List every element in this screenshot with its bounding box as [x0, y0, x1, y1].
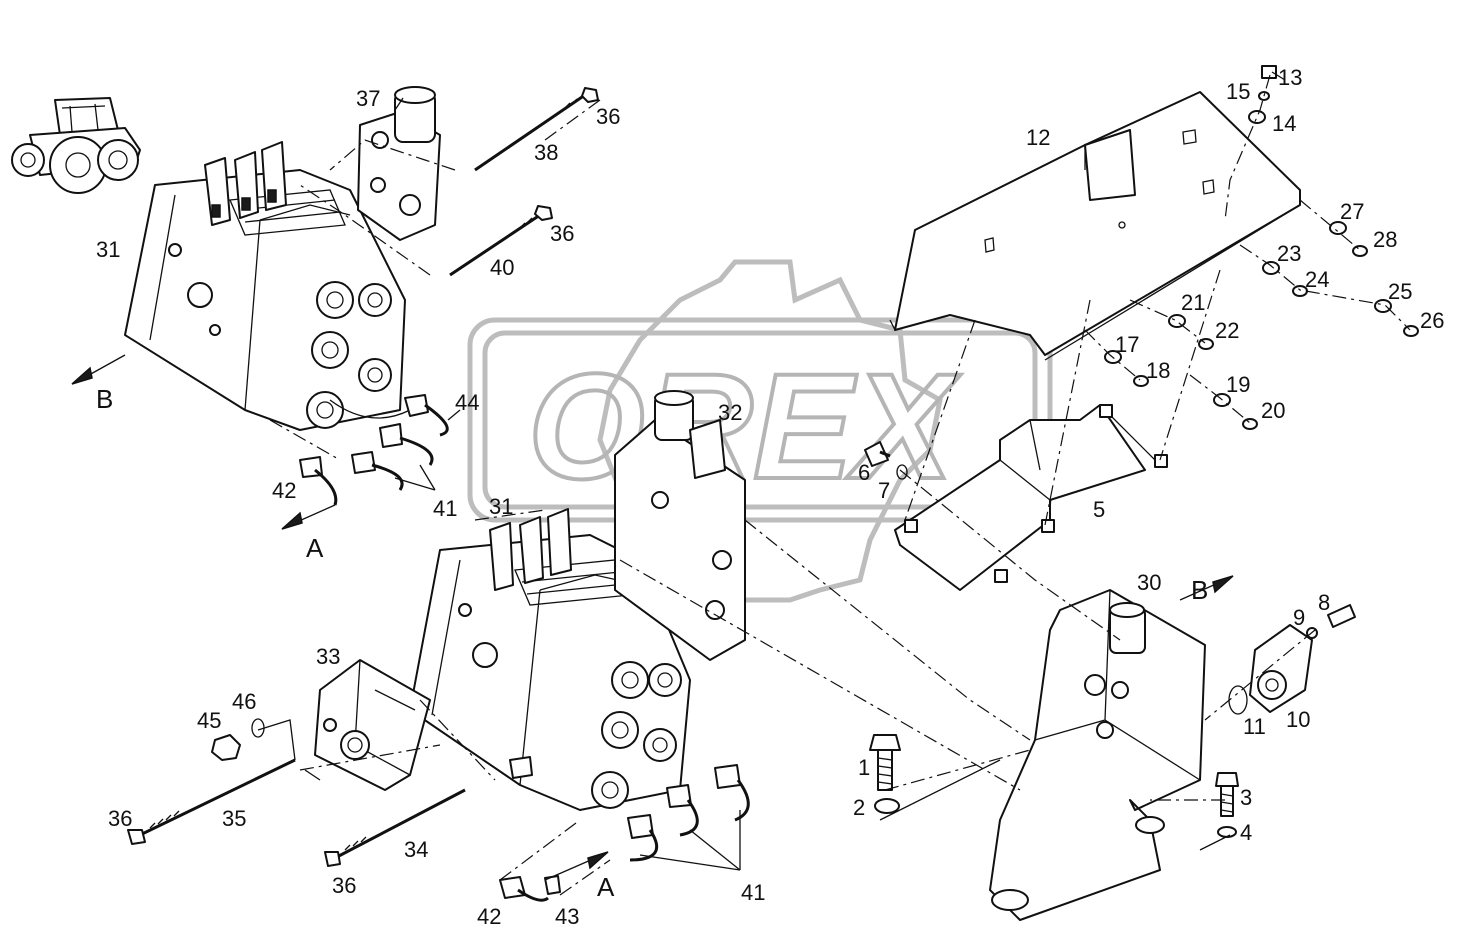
callout-37: 37	[356, 86, 380, 111]
flange-10	[1228, 604, 1356, 715]
callout-17: 17	[1115, 332, 1139, 357]
callout-labels: 1 2 3 4 5 6 7 8 9 10 11 12 13 14 15 17 1…	[96, 65, 1444, 929]
callout-13: 13	[1278, 65, 1302, 90]
callout-4: 4	[1240, 820, 1252, 845]
callout-42-lower: 42	[477, 904, 501, 929]
tractor-icon	[11, 97, 141, 194]
callout-26: 26	[1420, 308, 1444, 333]
callout-1: 1	[858, 755, 870, 780]
callout-10: 10	[1286, 707, 1310, 732]
callout-31-lower: 31	[489, 494, 513, 519]
leader-lines	[394, 71, 1286, 871]
valve-block-lower	[409, 390, 746, 811]
callout-19: 19	[1226, 372, 1250, 397]
callout-34: 34	[404, 837, 428, 862]
callout-46: 46	[232, 689, 256, 714]
callout-45: 45	[197, 708, 221, 733]
callout-40: 40	[490, 255, 514, 280]
callout-36-b: 36	[550, 221, 574, 246]
callout-2: 2	[853, 795, 865, 820]
harness-upper	[299, 394, 449, 506]
callout-35: 35	[222, 806, 246, 831]
callout-5: 5	[1093, 497, 1105, 522]
view-arrows	[71, 354, 1234, 881]
callout-21: 21	[1181, 290, 1205, 315]
assembly-lines	[257, 74, 1411, 896]
callout-25: 25	[1388, 279, 1412, 304]
stud-35	[127, 758, 296, 845]
callout-36-a: 36	[596, 104, 620, 129]
callout-44: 44	[455, 390, 479, 415]
callout-42-upper: 42	[272, 478, 296, 503]
valve-block-upper	[124, 141, 406, 431]
connector-plate	[357, 86, 441, 241]
callout-24: 24	[1305, 267, 1329, 292]
mounting-sheet	[889, 91, 1301, 361]
bolt-3	[1215, 772, 1239, 838]
callout-22: 22	[1215, 318, 1239, 343]
callout-18: 18	[1146, 358, 1170, 383]
callout-28: 28	[1373, 227, 1397, 252]
callout-8: 8	[1318, 590, 1330, 615]
callout-36-c: 36	[108, 806, 132, 831]
cover-plate	[314, 659, 431, 791]
callout-6: 6	[858, 460, 870, 485]
callout-41-upper: 41	[433, 496, 457, 521]
callout-31-upper: 31	[96, 237, 120, 262]
callout-23: 23	[1277, 241, 1301, 266]
callout-41-lower: 41	[741, 880, 765, 905]
callout-14: 14	[1272, 111, 1296, 136]
callout-11: 11	[1243, 714, 1266, 739]
hardware-washers	[1104, 65, 1419, 430]
bolt-6	[864, 441, 908, 480]
callout-32: 32	[718, 400, 742, 425]
callout-30: 30	[1137, 570, 1161, 595]
callout-12: 12	[1026, 125, 1050, 150]
stud-40	[449, 205, 553, 277]
plug-45	[211, 718, 265, 761]
view-marker-a-bottom: A	[597, 872, 615, 902]
bolt-1	[869, 734, 901, 814]
callout-27: 27	[1340, 199, 1364, 224]
callout-9: 9	[1293, 605, 1305, 630]
stud-38	[474, 87, 599, 172]
harness-lower	[499, 756, 750, 902]
callout-36-d: 36	[332, 873, 356, 898]
callout-15: 15	[1226, 79, 1250, 104]
view-marker-b-top: B	[96, 384, 113, 414]
bracket-30	[989, 589, 1206, 921]
callout-20: 20	[1261, 398, 1285, 423]
bracket-5	[894, 404, 1168, 591]
stud-34	[324, 788, 466, 867]
callout-3: 3	[1240, 785, 1252, 810]
view-marker-a-top: A	[306, 533, 324, 563]
callout-43: 43	[555, 904, 579, 929]
view-marker-b-bracket: B	[1191, 575, 1208, 605]
callout-33: 33	[316, 644, 340, 669]
callout-7: 7	[878, 478, 890, 503]
callout-38: 38	[534, 140, 558, 165]
